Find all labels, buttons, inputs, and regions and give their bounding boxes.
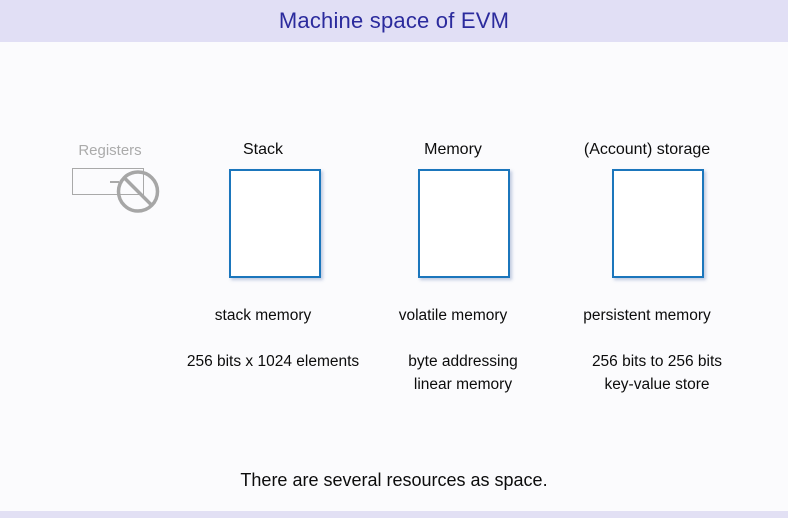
column-title-storage: (Account) storage xyxy=(583,141,711,158)
detail-line: 256 bits to 256 bits xyxy=(591,353,723,370)
stack-subtitle: stack memory xyxy=(214,307,312,324)
detail-line: linear memory xyxy=(413,375,513,393)
header-bar: Machine space of EVM xyxy=(0,0,788,42)
register-dash-icon xyxy=(110,181,119,183)
storage-box xyxy=(612,169,704,278)
storage-subtitle: persistent memory xyxy=(583,307,711,324)
footer-note: There are several resources as space. xyxy=(240,470,548,490)
footer-strip xyxy=(0,511,788,518)
register-box-icon xyxy=(72,168,144,195)
stack-box xyxy=(229,169,321,278)
column-title-stack: Stack xyxy=(242,141,283,158)
memory-details: byte addressing linear memory xyxy=(343,351,583,396)
registers-label: Registers xyxy=(78,142,142,159)
detail-line: 256 bits x 1024 elements xyxy=(186,353,360,370)
detail-line: byte addressing xyxy=(408,353,518,370)
prohibition-icon xyxy=(116,170,160,213)
memory-box xyxy=(418,169,510,278)
column-title-memory: Memory xyxy=(424,141,482,158)
stack-details: 256 bits x 1024 elements xyxy=(153,351,393,374)
detail-line: key-value store xyxy=(604,375,710,393)
page-title: Machine space of EVM xyxy=(278,8,510,33)
storage-details: 256 bits to 256 bits key-value store xyxy=(537,351,777,396)
memory-subtitle: volatile memory xyxy=(398,307,508,324)
